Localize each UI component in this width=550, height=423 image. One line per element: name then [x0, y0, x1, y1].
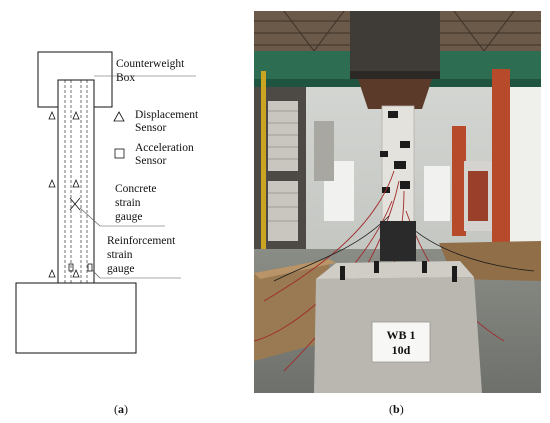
reinforcement-label-1: Reinforcement	[107, 235, 176, 247]
leader-line	[79, 207, 101, 227]
test-setup-diagram	[15, 51, 196, 354]
sign-line-1: WB 1	[386, 328, 415, 342]
counterweight-box-photo	[350, 11, 440, 77]
panel-b-caption: (b)	[389, 402, 404, 416]
panel-a-caption: (a)	[114, 402, 128, 416]
leader-line	[91, 269, 101, 279]
reinforcement-label-2: strain	[107, 249, 133, 261]
concrete-label-1: Concrete	[115, 183, 157, 195]
concrete-label-2: strain	[115, 197, 141, 209]
column-base	[380, 221, 416, 261]
sign-line-2: 10d	[392, 343, 411, 357]
displacement-sensor-icon	[48, 268, 56, 278]
footing	[15, 282, 137, 354]
counterweight-label-1: Counterweight	[116, 58, 185, 70]
displacement-sensor-icon	[48, 110, 56, 120]
concrete-label-3: gauge	[115, 211, 143, 223]
displacement-label-2: Sensor	[135, 122, 167, 134]
reinforcement-strain-gauge-icon	[87, 263, 93, 272]
counterweight-label-2: Box	[116, 72, 136, 84]
displacement-label-1: Displacement	[135, 109, 199, 121]
column	[57, 79, 95, 284]
concrete-strain-gauge-icon	[69, 197, 81, 211]
right-column	[492, 69, 510, 249]
yellow-post	[261, 71, 266, 271]
reinforcement-label-3: gauge	[107, 263, 135, 275]
test-specimen-photo: WB 1 10d	[254, 11, 541, 393]
counterweight-box	[37, 51, 113, 108]
reinforcement-strain-gauge-icon	[68, 263, 74, 272]
displacement-sensor-icon	[72, 268, 80, 278]
acceleration-label-2: Sensor	[135, 155, 167, 167]
acceleration-label-1: Acceleration	[135, 142, 194, 154]
displacement-sensor-icon	[48, 178, 56, 188]
displacement-sensor-icon	[72, 178, 80, 188]
specimen-sign	[371, 321, 431, 363]
right-racks	[510, 87, 541, 257]
displacement-sensor-icon	[72, 110, 80, 120]
wooden-table	[254, 259, 329, 361]
displacement-legend-icon	[113, 111, 125, 122]
acceleration-legend-icon	[114, 148, 125, 159]
